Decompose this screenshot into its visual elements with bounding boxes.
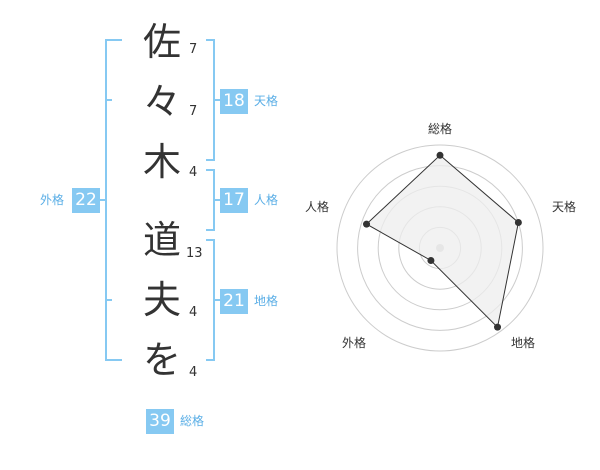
radar-point — [363, 220, 371, 228]
radar-point — [427, 256, 435, 264]
tenkaku-value: 18 — [220, 89, 248, 114]
gaikaku-value: 22 — [72, 188, 100, 213]
name-char-4: 道 — [142, 218, 181, 262]
chikaku-label: 地格 — [254, 294, 279, 308]
tenkaku-label: 天格 — [254, 94, 279, 108]
radar-axis-label-gaikaku: 外格 — [342, 336, 367, 350]
radar-axis-label-soukaku: 総格 — [428, 122, 453, 136]
name-char-6: を — [142, 338, 181, 382]
stroke-count-4: 13 — [186, 246, 203, 261]
chikaku-value: 21 — [220, 289, 248, 314]
stroke-count-5: 4 — [189, 305, 198, 320]
radar-axis-label-chikaku: 地格 — [511, 336, 536, 350]
stroke-count-2: 7 — [189, 104, 198, 119]
stroke-count-6: 4 — [189, 365, 198, 380]
soukaku-label: 総格 — [180, 414, 205, 428]
stroke-count-1: 7 — [189, 42, 198, 57]
radar-axis-label-jinkaku: 人格 — [305, 200, 330, 214]
radar-point — [514, 219, 522, 227]
radar-point — [436, 151, 444, 159]
name-char-1: 佐 — [142, 20, 181, 64]
radar-point — [494, 323, 502, 331]
radar-polygon — [365, 154, 519, 329]
radar-ring — [336, 144, 544, 352]
name-char-5: 夫 — [142, 278, 181, 322]
gaikaku-label: 外格 — [40, 193, 65, 207]
soukaku-value: 39 — [146, 409, 174, 434]
name-char-2: 々 — [142, 80, 181, 124]
jinkaku-label: 人格 — [254, 193, 279, 207]
radar-axis-label-tenkaku: 天格 — [552, 200, 577, 214]
stroke-count-3: 4 — [189, 165, 198, 180]
name-char-3: 木 — [142, 140, 181, 184]
jinkaku-value: 17 — [220, 188, 248, 213]
